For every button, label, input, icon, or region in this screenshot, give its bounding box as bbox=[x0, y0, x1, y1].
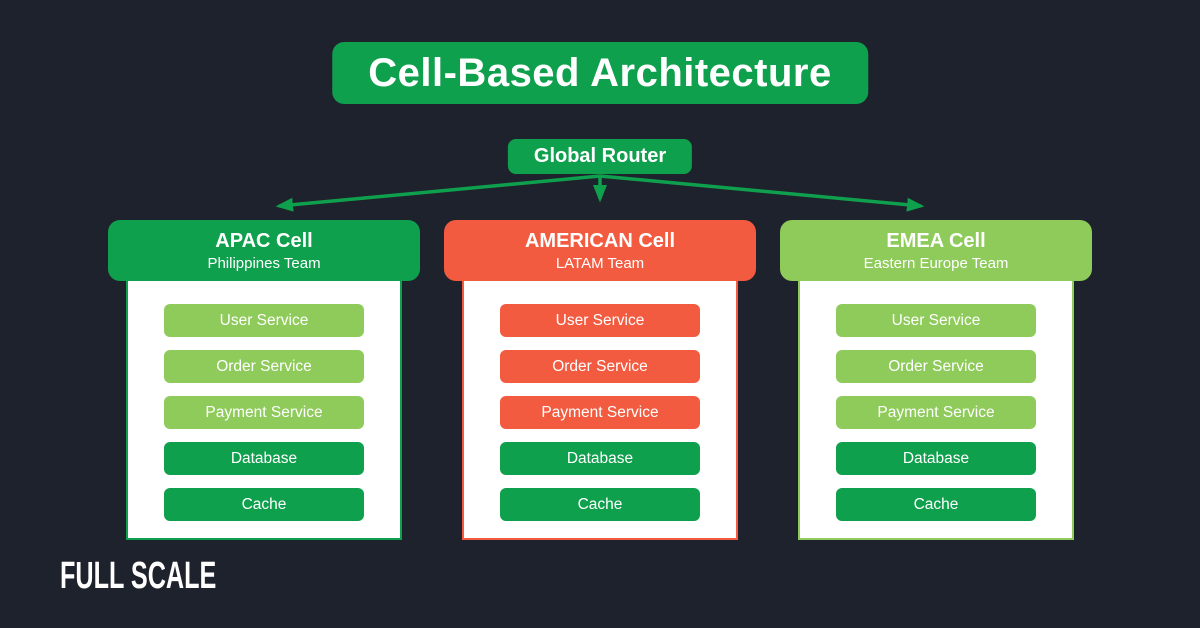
global-router-node: Global Router bbox=[507, 139, 693, 174]
cell-apac-body: User Service Order Service Payment Servi… bbox=[126, 275, 402, 540]
cell-emea-header: EMEA Cell Eastern Europe Team bbox=[780, 220, 1092, 281]
full-scale-logo: FULL SCALE bbox=[60, 554, 217, 597]
service-node: User Service bbox=[500, 304, 700, 337]
service-node: Database bbox=[500, 442, 700, 475]
cell-american-body: User Service Order Service Payment Servi… bbox=[462, 275, 738, 540]
cell-american: AMERICAN Cell LATAM Team User Service Or… bbox=[444, 220, 756, 540]
cell-subtitle: LATAM Team bbox=[555, 255, 645, 272]
service-node: Cache bbox=[500, 488, 700, 521]
service-node: Order Service bbox=[500, 350, 700, 383]
cell-emea: EMEA Cell Eastern Europe Team User Servi… bbox=[780, 220, 1092, 540]
cell-emea-body: User Service Order Service Payment Servi… bbox=[798, 275, 1074, 540]
page-title: Cell-Based Architecture bbox=[332, 42, 868, 104]
service-node: Payment Service bbox=[500, 396, 700, 429]
cells-row: APAC Cell Philippines Team User Service … bbox=[108, 220, 1092, 540]
cell-subtitle: Philippines Team bbox=[207, 255, 321, 272]
cell-title: EMEA Cell bbox=[886, 230, 986, 252]
service-node: User Service bbox=[164, 304, 364, 337]
service-node: Cache bbox=[164, 488, 364, 521]
cell-subtitle: Eastern Europe Team bbox=[863, 255, 1009, 272]
service-node: Payment Service bbox=[164, 396, 364, 429]
cell-title: APAC Cell bbox=[215, 230, 313, 252]
cell-apac: APAC Cell Philippines Team User Service … bbox=[108, 220, 420, 540]
service-node: Payment Service bbox=[836, 396, 1036, 429]
cell-title: AMERICAN Cell bbox=[524, 230, 675, 252]
service-node: Database bbox=[836, 442, 1036, 475]
service-node: Database bbox=[164, 442, 364, 475]
service-node: Cache bbox=[836, 488, 1036, 521]
cell-apac-header: APAC Cell Philippines Team bbox=[108, 220, 420, 281]
service-node: User Service bbox=[836, 304, 1036, 337]
service-node: Order Service bbox=[836, 350, 1036, 383]
cell-american-header: AMERICAN Cell LATAM Team bbox=[444, 220, 756, 281]
arrow-to-emea-cell bbox=[599, 174, 925, 212]
arrow-to-apac-cell bbox=[275, 174, 601, 212]
service-node: Order Service bbox=[164, 350, 364, 383]
